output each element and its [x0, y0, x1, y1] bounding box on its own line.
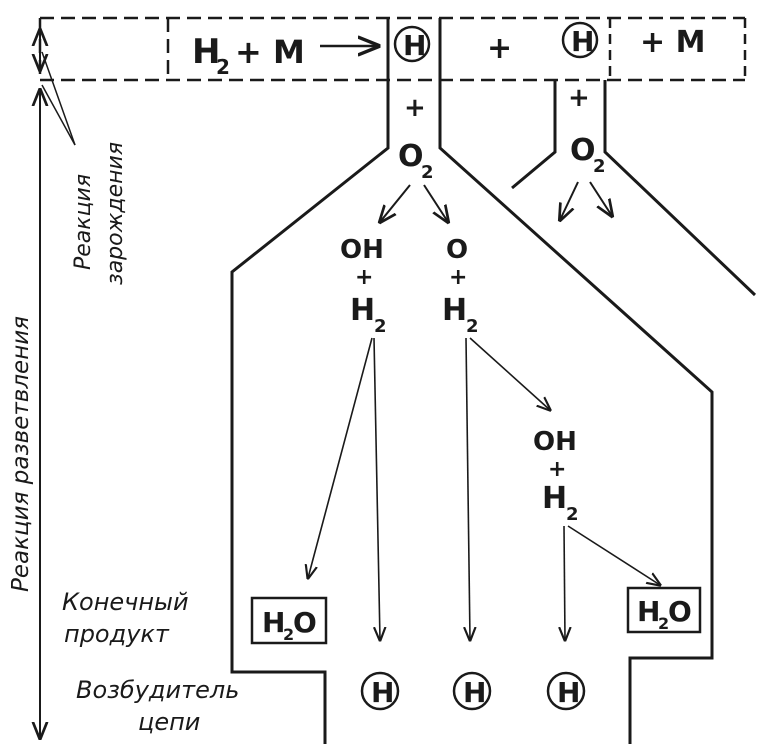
- radical-h-1: H: [403, 29, 426, 62]
- label-final-product: Конечный: [62, 588, 189, 616]
- oh2-plus: +: [548, 457, 566, 482]
- h2-third-sub: 2: [566, 504, 579, 525]
- reactant-plus-m: + M: [235, 33, 305, 71]
- water-2-o: O: [668, 595, 692, 628]
- h2-right: H: [442, 293, 467, 328]
- plus-mid: +: [487, 31, 512, 66]
- carrier-h-1: H: [371, 676, 394, 709]
- radical-h-icon-2: [561, 21, 599, 59]
- water-2-sub: 2: [658, 614, 669, 633]
- oh-plus: +: [355, 265, 373, 290]
- water-1-sub: 2: [283, 625, 294, 644]
- chain-carriers: H H H: [360, 671, 586, 711]
- h2-left: H: [350, 293, 375, 328]
- label-chain-carrier: Возбудитель: [76, 676, 239, 704]
- radical-h-2: H: [571, 25, 594, 58]
- oh-radical: OH: [340, 235, 384, 265]
- right-plus: +: [568, 83, 590, 113]
- label-final-product-2: продукт: [64, 620, 170, 648]
- carrier-h-icon-1: [360, 671, 400, 711]
- water-box-1: [250, 596, 328, 645]
- label-branching: Реакция разветвления: [8, 316, 34, 592]
- left-o2-sub: 2: [421, 162, 434, 183]
- h2-third: H: [542, 481, 567, 516]
- left-channel: [230, 18, 714, 744]
- water-1-h: H: [262, 606, 285, 639]
- h2-left-sub: 2: [374, 316, 387, 337]
- water-box-2: [626, 586, 702, 634]
- reactant-h2: H: [192, 32, 220, 72]
- carrier-h-3: H: [557, 676, 580, 709]
- right-o2-sub: 2: [593, 156, 606, 177]
- scale-arrows: [40, 30, 76, 738]
- plus-m-right: + M: [640, 25, 705, 60]
- right-o2: O: [570, 133, 596, 168]
- left-o2: O: [398, 139, 424, 174]
- radical-h-icon-1: [393, 25, 431, 63]
- right-channel: [511, 80, 757, 297]
- side-labels: Реакция зарождения Реакция разветвления …: [8, 142, 239, 736]
- label-initiation-2: зарождения: [103, 142, 128, 285]
- water-2-h: H: [637, 595, 660, 628]
- carrier-h-2: H: [463, 676, 486, 709]
- final-products: H 2 O H 2 O: [250, 586, 702, 645]
- initiation-formulas: H 2 + M H + H + M: [192, 21, 705, 79]
- left-branch: + O 2 OH + H 2 O + H 2 OH + H 2: [308, 93, 660, 640]
- left-plus: +: [404, 93, 426, 123]
- water-1-o: O: [293, 606, 317, 639]
- reactant-h2-sub: 2: [216, 55, 230, 79]
- o-radical: O: [446, 235, 468, 265]
- label-initiation: Реакция: [71, 174, 96, 270]
- h2-right-sub: 2: [466, 316, 479, 337]
- label-chain-carrier-2: цепи: [138, 708, 200, 736]
- o-plus: +: [449, 265, 467, 290]
- carrier-h-icon-3: [546, 671, 586, 711]
- right-branch: + O 2: [560, 83, 612, 220]
- carrier-h-icon-2: [452, 671, 492, 711]
- oh-radical-2: OH: [533, 427, 577, 457]
